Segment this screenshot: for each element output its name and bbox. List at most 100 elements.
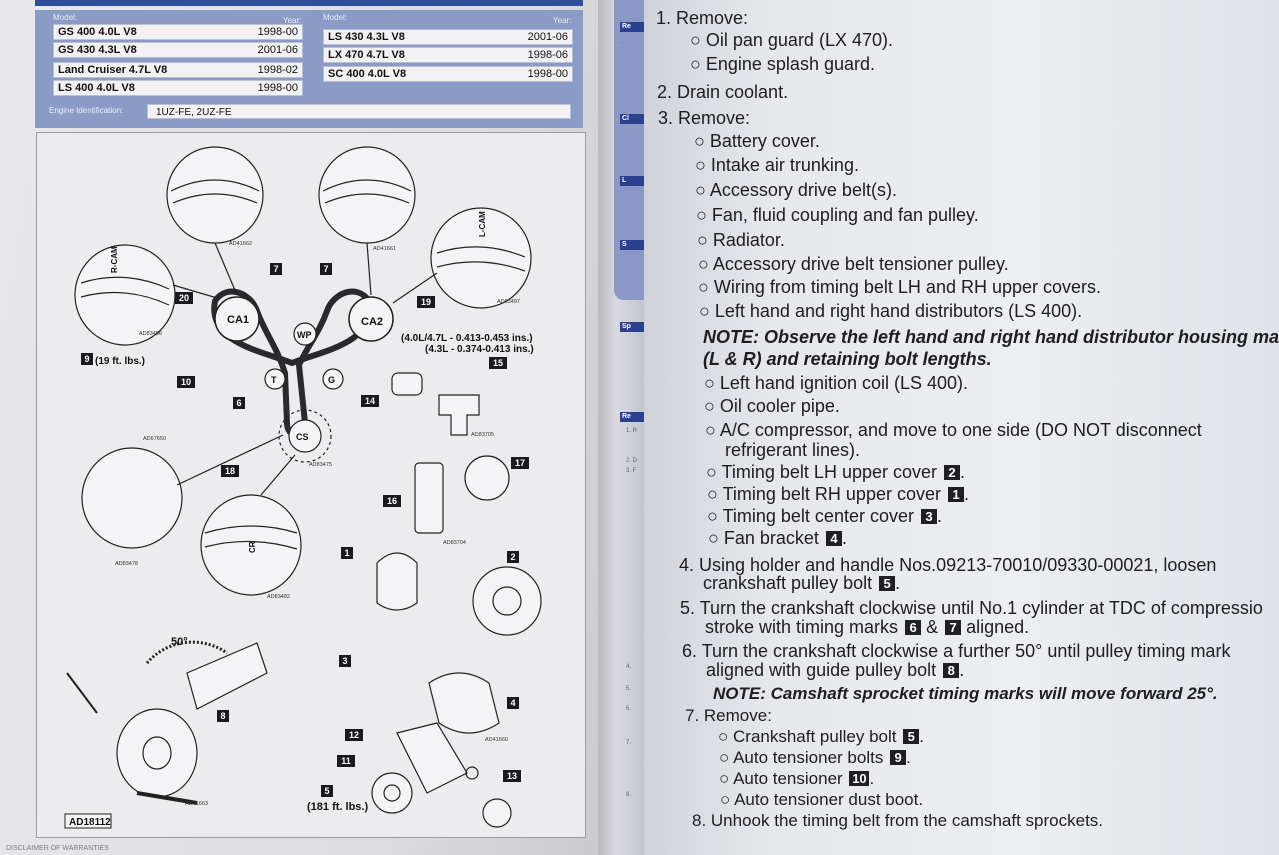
gutter-sidebar-strip [614,0,644,300]
callout-18: 18 [225,466,235,476]
step-7-item: ○ Auto tensioner bolts 9. [719,748,911,767]
model-header: Model: [53,13,78,22]
item-text: Fan, fluid coupling and fan pulley. [711,205,979,225]
model-year: 1998-00 [257,26,298,38]
step-3-item: ○ Accessory drive belt(s). [695,180,897,200]
callout-badge: 3 [921,509,937,524]
label-g: G [328,375,335,385]
model-name: Land Cruiser 4.7L V8 [58,64,168,76]
gutter-tab: Cl [620,114,644,124]
step-3-item: ○ Fan, fluid coupling and fan pulley. [696,205,979,225]
engine-id-label: Engine Identification: [49,106,124,115]
left-page: Model: Year: Model: Year: GS 400 4.0L V8… [0,0,610,855]
step-3-item: ○ Wiring from timing belt LH and RH uppe… [698,277,1102,297]
step-3-item: ○ Timing belt LH upper cover 2. [706,462,966,482]
callout-12: 12 [349,730,359,740]
callout-1: 1 [344,548,349,558]
step-3-item: ○ Battery cover. [694,131,820,151]
step-8: 8. Unhook the timing belt from the camsh… [692,811,1104,830]
ref-code: AD83475 [309,462,332,468]
step-6: 6. Turn the crankshaft clockwise a furth… [682,641,1231,661]
gutter-step: 3. F [626,468,637,474]
step-4-cont: crankshaft pulley bolt 5. [703,573,901,593]
step-3-item: ○ Accessory drive belt tensioner pulley. [698,254,1009,274]
label-t: T [271,375,277,385]
item-text: Left hand ignition coil (LS 400). [719,373,969,393]
detail-circle [430,207,532,309]
model-header-2: Model: [323,13,348,22]
model-year: 1998-00 [257,82,298,94]
torque-label-9: (19 ft. lbs.) [95,356,145,367]
callout-6: 6 [236,398,241,408]
gutter-step: 2. D [626,458,638,464]
gutter-text: ··· [620,40,626,46]
item-text: A/C compressor, and move to one side (DO… [719,420,1202,440]
label-r-cam: R-CAM [110,246,119,273]
note-camshaft: NOTE: Camshaft sprocket timing marks wil… [713,684,1218,703]
figure-id: AD18112 [69,817,111,828]
callout-badge: 1 [948,487,964,502]
gutter-step: 8. [626,792,632,798]
step-1: 1. Remove: [656,8,749,28]
ref-code: AD83482 [267,594,290,600]
ref-code: AD41660 [485,737,508,743]
gutter-tab: Sp [620,322,644,332]
callout-7: 7 [273,264,278,274]
model-name: GS 430 4.3L V8 [58,44,137,56]
vehicle-row: GS 400 4.0L V8 1998-00 [53,24,303,40]
ref-code: AD83497 [497,299,520,305]
item-text: Radiator. [712,230,785,250]
callout-3: 3 [342,656,347,666]
callout-9: 9 [84,354,89,364]
item-text: Oil pan guard (LX 470). [705,30,893,50]
item-text: crankshaft pulley bolt [703,573,873,593]
right-page-instructions: 1. Remove: ○ Oil pan guard (LX 470). ○ E… [644,0,1279,855]
callout-4: 4 [510,698,515,708]
item-text: & [926,617,939,637]
callout-10: 10 [181,377,191,387]
model-name: LS 400 4.0L V8 [58,82,135,94]
ref-code: AD83705 [471,432,494,438]
callout-badge: 10 [849,771,870,786]
item-text: Accessory drive belt(s). [709,180,897,200]
diagram-illustration: CA1 CA2 WP T G CS R-CAM L-CAM CR (4.0L/4… [64,146,542,829]
ref-code: AD41661 [373,246,396,252]
step-3-item: ○ Radiator. [697,230,785,250]
step-3-item-cont: refrigerant lines). [725,440,861,460]
step-3-item: ○ Oil cooler pipe. [704,396,840,416]
ref-code: AD83704 [443,540,466,546]
gutter-tab: L [620,176,644,186]
item-text: aligned with guide pulley bolt [706,660,937,680]
item-text: Accessory drive belt tensioner pulley. [712,254,1009,274]
model-name: LX 470 4.7L V8 [328,49,405,61]
callout-badge: 5 [903,729,920,744]
callout-badge: 7 [945,620,962,635]
year-header-2: Year: [553,16,572,25]
callout-13: 13 [507,771,517,781]
model-year: 1998-06 [527,49,568,61]
item-text: Auto tensioner bolts [733,748,884,767]
item-text: Crankshaft pulley bolt [733,727,897,746]
ref-code: AD41663 [185,801,208,807]
callout-7b: 7 [323,264,328,274]
spec-line-1: (4.0L/4.7L - 0.413-0.453 ins.) [401,333,533,344]
vehicle-row: Land Cruiser 4.7L V8 1998-02 [53,62,303,78]
model-year: 1998-00 [527,68,568,80]
step-3-item: ○ Timing belt RH upper cover 1. [707,484,970,504]
step-7-item: ○ Crankshaft pulley bolt 5. [718,727,924,746]
step-5-cont: stroke with timing marks 6 & 7 aligned. [705,617,1029,638]
gutter-step: 6. [626,706,632,712]
page-gutter: Re ··· Cl L S Sp Re 1. R 2. D 3. F 4. 5.… [598,0,644,855]
callout-8: 8 [220,711,225,721]
model-year: 1998-02 [257,64,298,76]
gutter-step: 1. R [626,428,638,434]
label-ca2: CA2 [361,316,383,328]
item-text: Engine splash guard. [705,54,875,74]
item-text: aligned. [966,617,1030,637]
step-3-item: ○ Left hand ignition coil (LS 400). [704,373,969,393]
vehicle-row: LX 470 4.7L V8 1998-06 [323,47,573,63]
callout-badge: 9 [890,750,907,765]
step-5: 5. Turn the crankshaft clockwise until N… [680,598,1263,618]
step-7-item: ○ Auto tensioner 10. [719,769,875,788]
vehicle-row: GS 430 4.3L V8 2001-06 [53,42,303,58]
